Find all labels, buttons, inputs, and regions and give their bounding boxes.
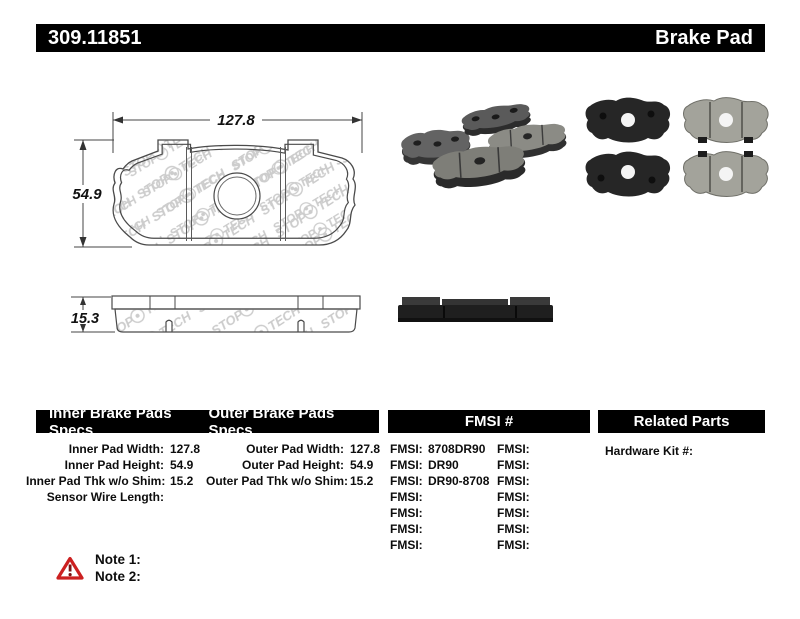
- fmsi-label: FMSI:: [390, 442, 423, 456]
- fmsi-row: FMSI:: [497, 489, 535, 505]
- note-line: Note 2:: [95, 569, 141, 584]
- fmsi-label: FMSI:: [497, 538, 530, 552]
- dim-arrow-left: [113, 116, 123, 124]
- dim-arrow-right: [352, 116, 362, 124]
- pad-photo: [400, 126, 473, 168]
- side-view-outline: [111, 295, 361, 333]
- fmsi-row: FMSI:: [497, 457, 535, 473]
- dim-arrow-up: [79, 140, 87, 150]
- photo-pads-flat: [585, 97, 769, 197]
- fmsi-value: 8708DR90: [428, 442, 486, 456]
- part-number: 309.11851: [48, 26, 142, 49]
- hardware-kit-label: Hardware Kit #:: [605, 444, 694, 458]
- spec-label: Outer Pad Thk w/o Shim:: [206, 474, 349, 488]
- fmsi-row: FMSI:: [497, 505, 535, 521]
- spec-value: 54.9: [170, 458, 194, 472]
- pad-side-view-drawing: STOP TECH 15.3: [71, 295, 361, 333]
- spec-label: Sensor Wire Length:: [46, 490, 164, 504]
- pad-photo-friction: [683, 97, 769, 143]
- fmsi-row: FMSI: DR90: [390, 457, 489, 473]
- fmsi-row: FMSI:: [497, 441, 535, 457]
- notes-block: Note 1: Note 2:: [95, 551, 141, 585]
- fmsi-label: FMSI:: [390, 490, 423, 504]
- fmsi-row: FMSI: 8708DR90: [390, 441, 489, 457]
- inner-specs-title: Inner Brake Pads Specs: [49, 404, 172, 439]
- fmsi-row: FMSI: DR90-8708: [390, 473, 489, 489]
- spec-value: 127.8: [350, 442, 381, 456]
- spec-value: [170, 489, 212, 505]
- spec-label: Inner Pad Thk w/o Shim:: [26, 474, 166, 488]
- fmsi-row: FMSI:: [390, 505, 489, 521]
- fmsi-row: FMSI:: [497, 473, 535, 489]
- outer-specs-table: Outer Pad Width: 127.8 Outer Pad Height:…: [206, 441, 392, 489]
- fmsi-label: FMSI:: [497, 474, 530, 488]
- dim-arrow-down: [79, 237, 87, 247]
- pad-slots: [186, 147, 286, 241]
- related-parts-header-bar: Related Parts: [598, 410, 765, 433]
- pad-front-view-drawing: STOP TECH 127.8 54.9: [72, 110, 363, 248]
- pad-photo-friction: [683, 151, 769, 197]
- pad-photo: [430, 140, 528, 193]
- fmsi-row: FMSI:: [390, 537, 489, 553]
- pad-photo-backing: [585, 97, 671, 143]
- spec-value: 15.2: [350, 474, 374, 488]
- pad-photo: [486, 119, 568, 164]
- fmsi-table-col1: FMSI: 8708DR90 FMSI: DR90 FMSI: DR90-8708 F…: [390, 441, 489, 553]
- related-parts-table: Hardware Kit #:: [605, 443, 693, 459]
- spec-label: Outer Pad Width:: [246, 442, 344, 456]
- pad-photo-backing: [585, 151, 671, 197]
- fmsi-label: FMSI:: [497, 442, 530, 456]
- inner-specs-table: Inner Pad Width: 127.8 Inner Pad Height:…: [26, 441, 212, 505]
- fmsi-label: FMSI:: [497, 522, 530, 536]
- fmsi-label: FMSI:: [390, 538, 423, 552]
- pad-photo: [460, 100, 533, 140]
- fmsi-table-col2: FMSI: FMSI: FMSI: FMSI: FMSI: FMSI: FMSI…: [497, 441, 535, 553]
- spec-value: 54.9: [350, 458, 374, 472]
- specs-header-bar: Inner Brake Pads Specs Outer Brake Pads …: [36, 405, 379, 439]
- pad-outline: [112, 139, 356, 246]
- fmsi-label: FMSI:: [390, 522, 423, 536]
- spec-label: Outer Pad Height:: [241, 458, 344, 472]
- fmsi-row: FMSI:: [497, 521, 535, 537]
- fmsi-value: DR90-8708: [428, 474, 490, 488]
- note-line: Note 1:: [95, 552, 141, 567]
- fmsi-row: FMSI:: [390, 521, 489, 537]
- fmsi-label: FMSI:: [497, 490, 530, 504]
- spec-label: Inner Pad Width:: [68, 442, 164, 456]
- fmsi-row: FMSI:: [390, 489, 489, 505]
- photo-pad-edge: [398, 297, 553, 322]
- spec-value: 15.2: [170, 474, 194, 488]
- fmsi-title: FMSI #: [464, 413, 514, 430]
- fmsi-value: DR90: [428, 458, 459, 472]
- fmsi-label: FMSI:: [390, 506, 423, 520]
- fmsi-row: FMSI:: [497, 537, 535, 553]
- pad-center-hole: [213, 172, 261, 220]
- fmsi-label: FMSI:: [497, 458, 530, 472]
- fmsi-label: FMSI:: [497, 506, 530, 520]
- dim-thickness-label: 15.3: [71, 311, 99, 327]
- product-title: Brake Pad: [655, 26, 753, 49]
- spec-label: Inner Pad Height:: [64, 458, 164, 472]
- photo-pads-angled: [400, 100, 568, 193]
- dim-width-label: 127.8: [217, 112, 255, 129]
- spec-value: 127.8: [170, 442, 201, 456]
- outer-specs-title: Outer Brake Pads Specs: [208, 404, 335, 439]
- related-parts-title: Related Parts: [633, 413, 730, 430]
- header-bar: 309.11851 Brake Pad: [36, 24, 765, 52]
- fmsi-label: FMSI:: [390, 458, 423, 472]
- dim-height-label: 54.9: [72, 186, 102, 203]
- fmsi-header-bar: FMSI #: [388, 410, 590, 433]
- fmsi-label: FMSI:: [390, 474, 423, 488]
- warning-icon: [56, 556, 84, 580]
